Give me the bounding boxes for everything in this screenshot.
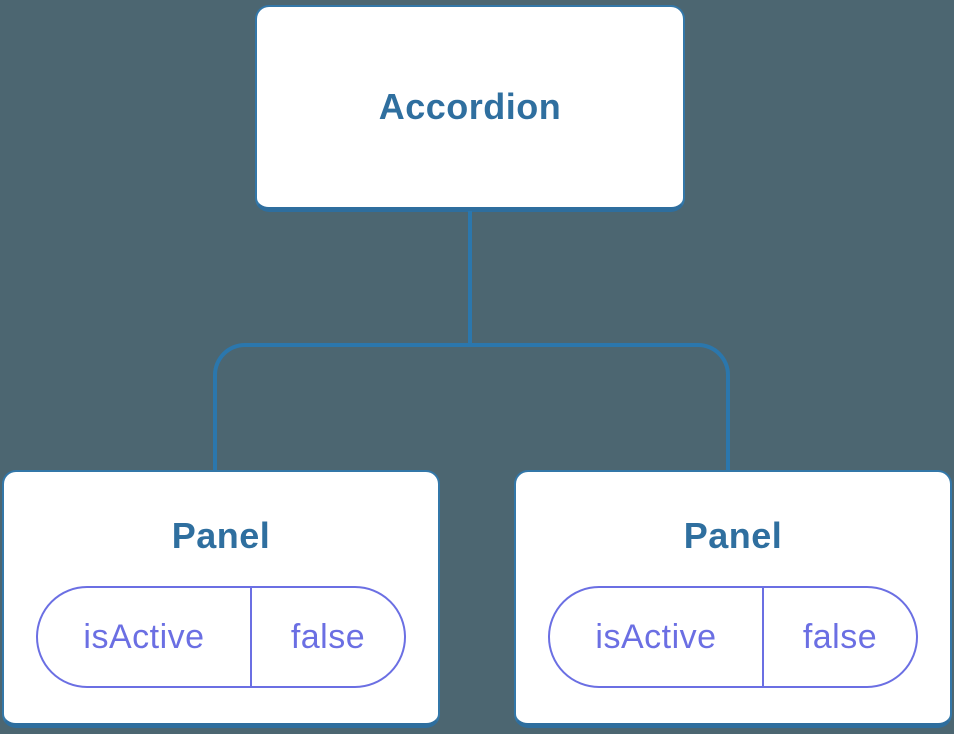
accordion-node: Accordion [255,5,685,212]
state-value-left: false [290,617,366,656]
panel-left-label: Panel [171,515,271,556]
state-pill-right: isActive false [548,586,918,688]
panel-node-right: Panel isActive false [514,470,952,728]
accordion-node-label: Accordion [378,86,562,127]
state-name-right: isActive [550,588,764,686]
state-pill-left: isActive false [36,586,406,688]
connector-bracket [213,343,730,470]
panel-node-left: Panel isActive false [2,470,440,728]
state-value-right: false [802,617,878,656]
connector-stem [468,211,472,345]
panel-right-label: Panel [683,515,783,556]
state-name-left: isActive [38,588,252,686]
